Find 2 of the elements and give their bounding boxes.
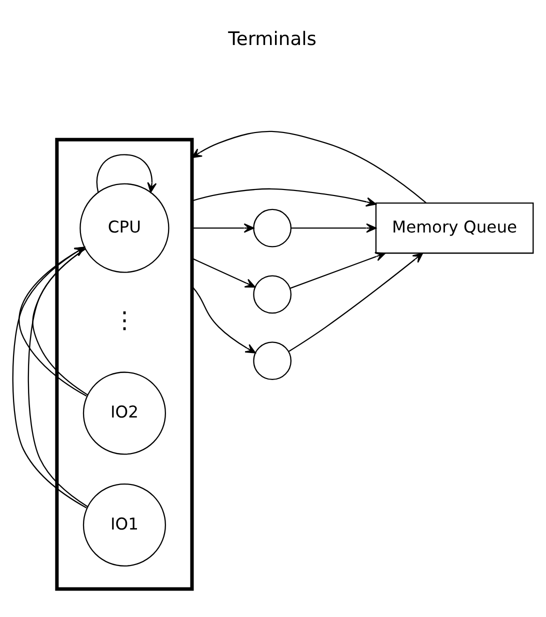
label: Terminals xyxy=(228,28,317,50)
label: ⋮ xyxy=(112,306,136,334)
